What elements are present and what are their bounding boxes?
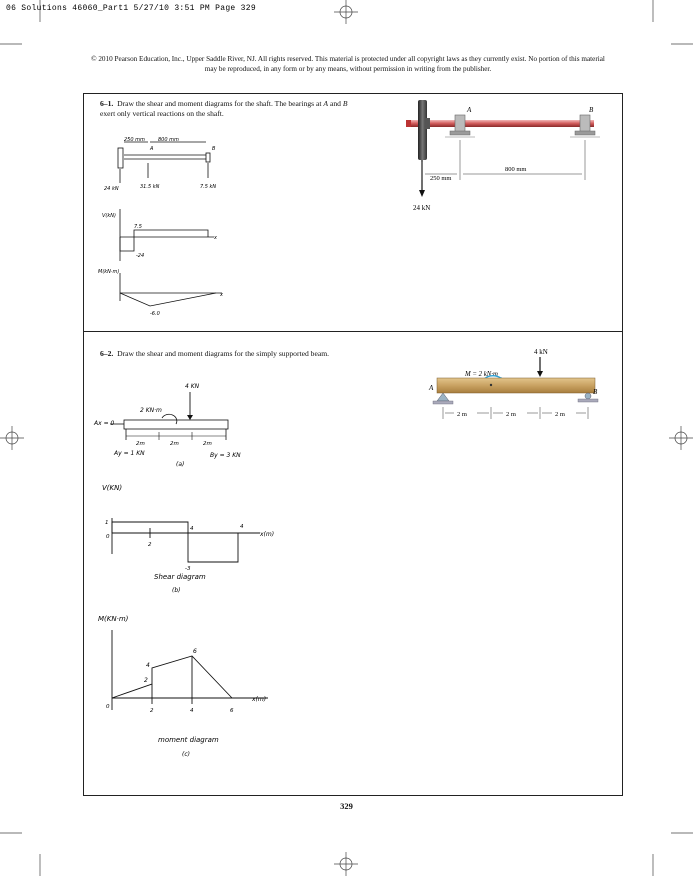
moment-diagram-6-2 [111, 630, 268, 710]
svg-text:2m: 2m [203, 441, 212, 447]
shaft [410, 120, 594, 127]
support-b [577, 392, 599, 403]
svg-text:250 mm: 250 mm [124, 137, 145, 143]
page-number: 329 [340, 801, 353, 811]
solution-6-1: 250 mm 800 mm A B 24 kN 31.5 kN 7.5 kN V… [98, 137, 223, 317]
svg-text:0: 0 [106, 534, 110, 540]
dim-250: 250 mm [430, 175, 452, 182]
solution-6-2: 4 KN 2 KN·m Ax = 0 2m 2m 2m Ay = 1 KN By… [93, 383, 274, 758]
svg-text:2 m: 2 m [457, 411, 467, 418]
moment-axis-label: M(kN·m) [98, 269, 119, 275]
problem-number: 6–1. [100, 99, 114, 108]
label-b: B [589, 106, 594, 114]
pulley [418, 100, 427, 160]
beam [436, 377, 596, 394]
beam-figure: 4 kN M = 2 kN·m A B 2 m 2 m 2 m [428, 348, 599, 419]
content-box [83, 93, 623, 796]
problem-6-2-statement: 6–2. Draw the shear and moment diagrams … [100, 349, 330, 358]
svg-text:2m: 2m [170, 441, 179, 447]
svg-text:By = 3 KN: By = 3 KN [210, 452, 241, 459]
label-a: A [428, 384, 434, 392]
svg-text:6: 6 [230, 708, 234, 714]
svg-text:4: 4 [146, 662, 150, 669]
bearing-b [570, 114, 600, 138]
svg-text:0: 0 [106, 704, 110, 710]
svg-text:4: 4 [190, 708, 194, 714]
svg-text:7.5 kN: 7.5 kN [200, 184, 216, 190]
copyright-notice: © 2010 Pearson Education, Inc., Upper Sa… [91, 55, 605, 73]
load-label: 4 kN [534, 348, 548, 356]
svg-text:24 kN: 24 kN [104, 186, 119, 192]
shear-diagram-6-2 [111, 518, 260, 563]
svg-text:(b): (b) [172, 587, 181, 594]
svg-text:x(m): x(m) [251, 696, 266, 703]
svg-text:2 m: 2 m [555, 411, 565, 418]
svg-text:-24: -24 [136, 253, 144, 259]
svg-text:1: 1 [105, 520, 109, 526]
shear-caption: Shear diagram [154, 573, 206, 581]
svg-text:Ay = 1 KN: Ay = 1 KN [113, 450, 145, 457]
shear-axis-label: V(kN) [102, 213, 116, 219]
svg-text:x: x [213, 235, 217, 241]
svg-text:4: 4 [240, 524, 244, 530]
registration-mark-bottom [334, 852, 358, 876]
shear-axis-label: V(KN) [102, 484, 122, 492]
svg-text:Ax = 0: Ax = 0 [93, 420, 114, 427]
shaft-figure: 24 kN A B 250 mm 800 mm [406, 100, 600, 212]
moment-diagram-6-1 [119, 273, 222, 307]
svg-text:(c): (c) [182, 751, 190, 758]
svg-text:2: 2 [150, 708, 154, 714]
problem-divider [83, 331, 623, 332]
print-slug: 06 Solutions 46060_Part1 5/27/10 3:51 PM… [6, 4, 256, 13]
label-b: B [593, 388, 598, 396]
moment-axis-label: M(KN·m) [98, 615, 129, 623]
svg-text:x: x [219, 292, 223, 298]
fbd-beam [123, 419, 229, 430]
svg-text:7.5: 7.5 [134, 224, 142, 230]
svg-text:2: 2 [144, 677, 148, 684]
svg-text:-3: -3 [185, 566, 191, 572]
svg-text:A: A [149, 146, 154, 152]
svg-text:2: 2 [148, 542, 152, 548]
svg-text:6: 6 [193, 648, 197, 655]
svg-text:4: 4 [190, 526, 194, 532]
registration-mark-top [334, 0, 358, 24]
svg-text:2m: 2m [136, 441, 145, 447]
svg-text:(a): (a) [176, 461, 184, 468]
svg-text:2 KN·m: 2 KN·m [140, 407, 162, 414]
problem-6-1-statement: 6–1. Draw the shear and moment diagrams … [100, 99, 348, 118]
svg-text:800 mm: 800 mm [158, 137, 179, 143]
label-a: A [466, 106, 472, 114]
svg-text:31.5 kN: 31.5 kN [140, 184, 160, 190]
svg-text:-6.0: -6.0 [150, 311, 160, 317]
registration-mark-right [669, 426, 693, 450]
svg-text:x(m): x(m) [259, 531, 274, 538]
svg-text:4 KN: 4 KN [185, 383, 200, 390]
bearing-a [445, 114, 475, 138]
shear-diagram-6-1 [119, 209, 214, 261]
problem-number: 6–2. [100, 349, 114, 358]
moment-caption: moment diagram [158, 736, 219, 744]
svg-text:B: B [212, 146, 216, 152]
support-a [432, 392, 454, 405]
load-label: 24 kN [413, 204, 430, 212]
registration-mark-left [0, 426, 24, 450]
svg-text:2 m: 2 m [506, 411, 516, 418]
moment-label: M = 2 kN·m [464, 371, 498, 378]
dim-800: 800 mm [505, 166, 527, 173]
